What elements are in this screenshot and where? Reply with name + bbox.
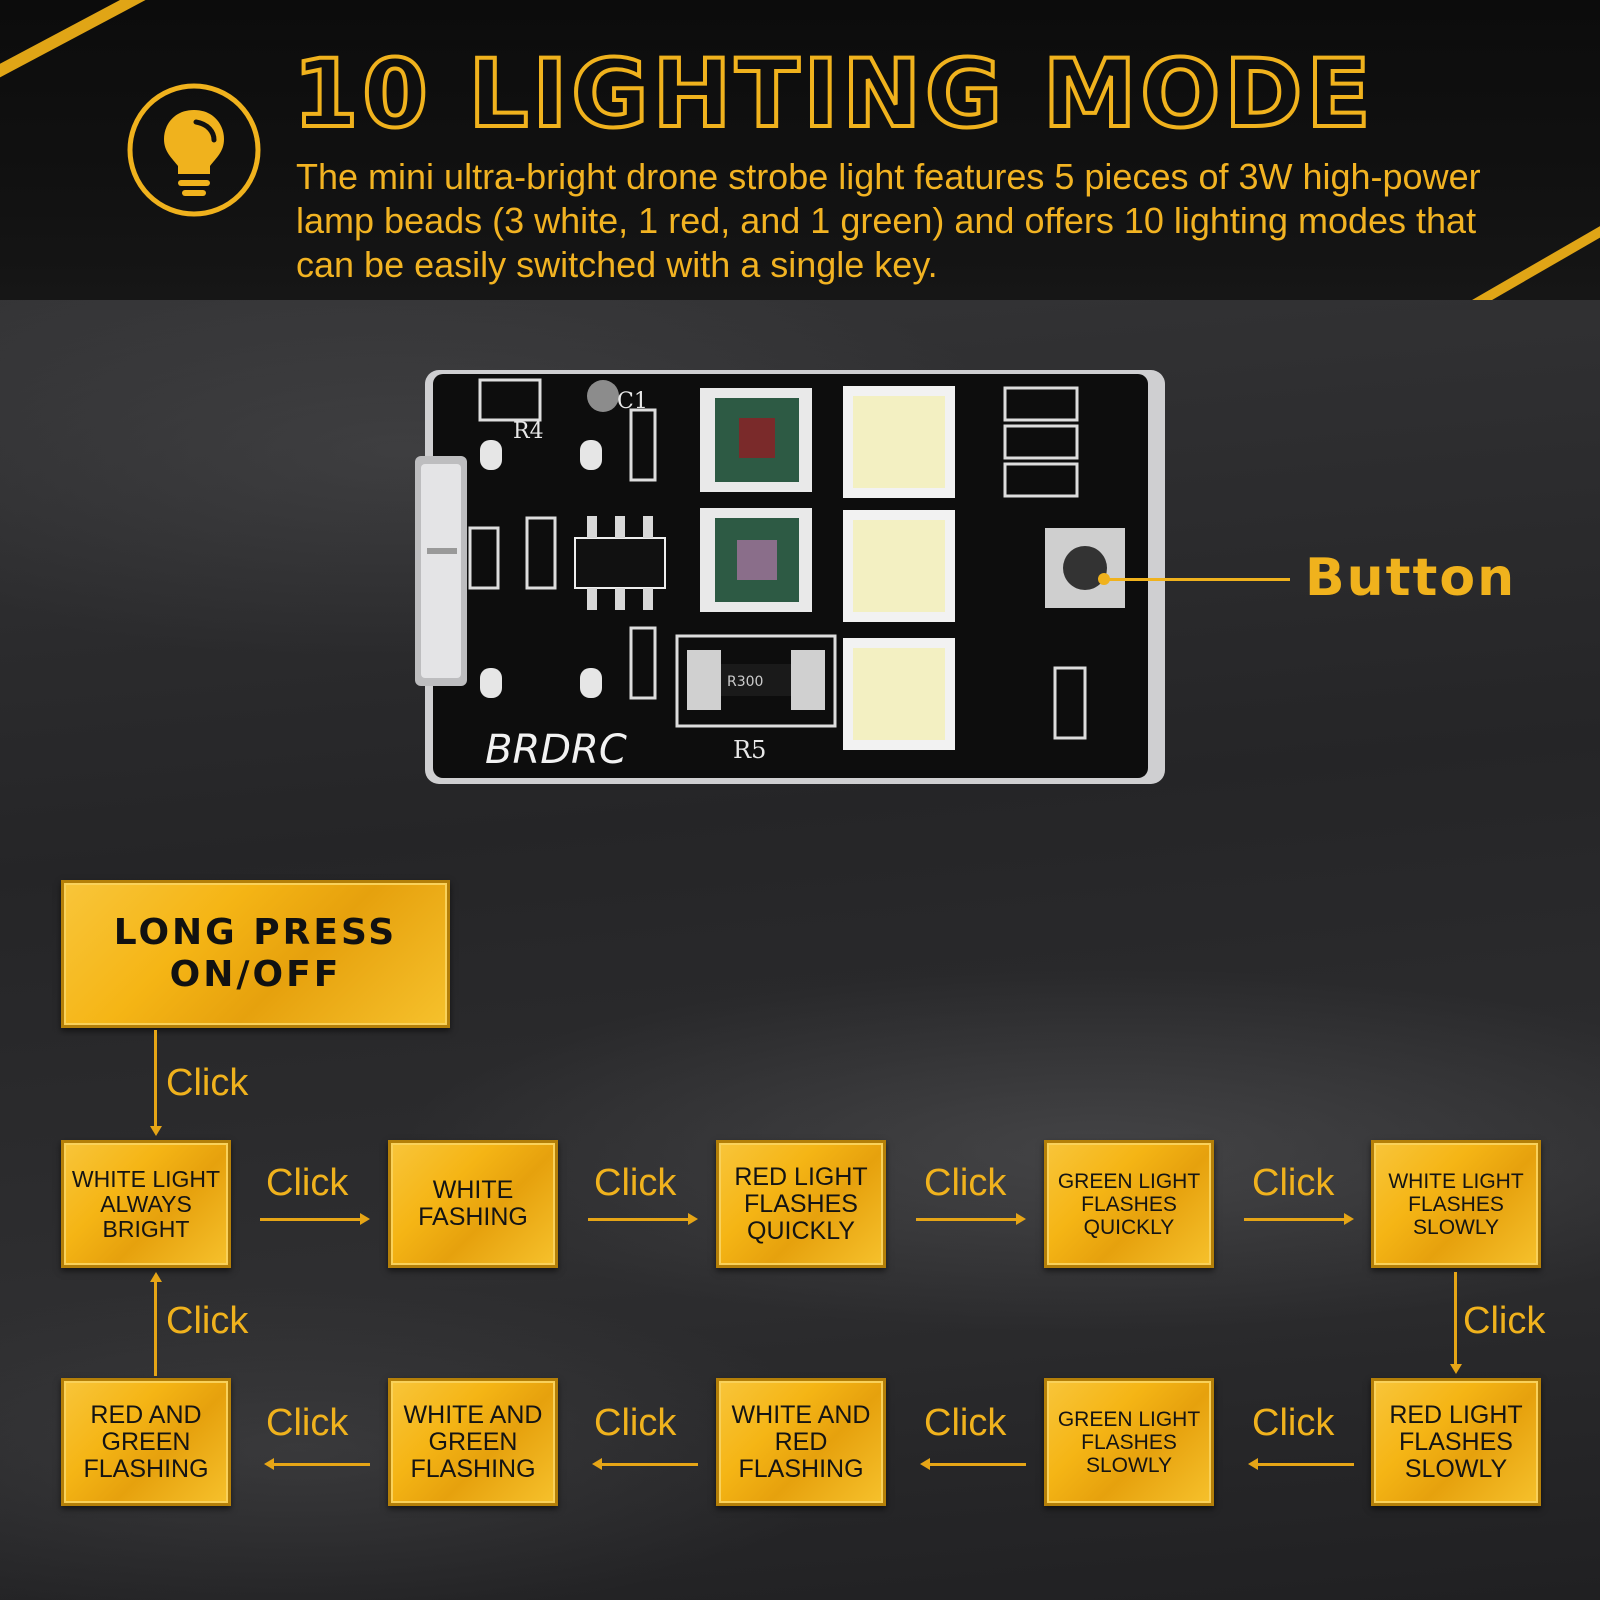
pcb-label-r4: R4 [513,419,544,444]
arrow-head [1450,1364,1462,1374]
click-label: Click [1252,1402,1335,1444]
click-label: Click [1463,1300,1546,1342]
arrow-5-to-6 [1454,1272,1457,1364]
arrow-head [264,1458,274,1470]
arrow-head [1248,1458,1258,1470]
arrow-6-to-7 [1258,1463,1354,1466]
arrow-7-to-8 [930,1463,1026,1466]
click-label: Click [594,1402,677,1444]
pcb-board: BRDRC R5 R300 R4 C1 [415,370,1165,784]
click-label: Click [594,1162,677,1204]
click-label: Click [266,1402,349,1444]
arrow-4-to-5 [1244,1218,1344,1221]
brand-logo: BRDRC [485,727,627,773]
mode-node-8: WHITE AND RED FLASHING [716,1378,886,1506]
button-leader-dot [1098,573,1110,585]
mode-node-1: WHITE LIGHT ALWAYS BRIGHT [61,1140,231,1268]
arrow-head [150,1126,162,1136]
click-label: Click [266,1162,349,1204]
arrow-2-to-3 [588,1218,688,1221]
mode-node-9: WHITE AND GREEN FLASHING [388,1378,558,1506]
page-title: 10 LIGHTING MODE [291,40,1375,149]
click-label: Click [924,1402,1007,1444]
arrow-head [150,1272,162,1282]
light-bulb-icon [127,83,261,217]
pcb-label-r5: R5 [733,736,766,764]
click-label: Click [166,1062,249,1104]
button-leader-line [1100,578,1290,581]
mode-node-3: RED LIGHT FLASHES QUICKLY [716,1140,886,1268]
button-label: Button [1305,548,1517,608]
arrow-head [360,1213,370,1225]
arrow-9-to-10 [274,1463,370,1466]
mode-node-2: WHITE FASHING [388,1140,558,1268]
start-node-long-press: LONG PRESS ON/OFF [61,880,450,1028]
mode-node-6: RED LIGHT FLASHES SLOWLY [1371,1378,1541,1506]
arrow-8-to-9 [602,1463,698,1466]
mode-node-7: GREEN LIGHT FLASHES SLOWLY [1044,1378,1214,1506]
arrow-10-to-1 [154,1282,157,1376]
click-label: Click [924,1162,1007,1204]
arrow-head [592,1458,602,1470]
mode-node-5: WHITE LIGHT FLASHES SLOWLY [1371,1140,1541,1268]
header-banner: 10 LIGHTING MODE The mini ultra-bright d… [0,0,1600,300]
description: The mini ultra-bright drone strobe light… [296,156,1481,285]
arrow-head [1016,1213,1026,1225]
arrow-1-to-2 [260,1218,360,1221]
arrow-3-to-4 [916,1218,1016,1221]
arrow-head [920,1458,930,1470]
mode-node-4: GREEN LIGHT FLASHES QUICKLY [1044,1140,1214,1268]
arrow-head [688,1213,698,1225]
pcb-label-r300: R300 [727,674,763,690]
arrow-head [1344,1213,1354,1225]
pcb-label-c1: C1 [617,389,648,414]
arrow-start-to-1 [154,1030,157,1126]
mode-node-10: RED AND GREEN FLASHING [61,1378,231,1506]
click-label: Click [1252,1162,1335,1204]
click-label: Click [166,1300,249,1342]
